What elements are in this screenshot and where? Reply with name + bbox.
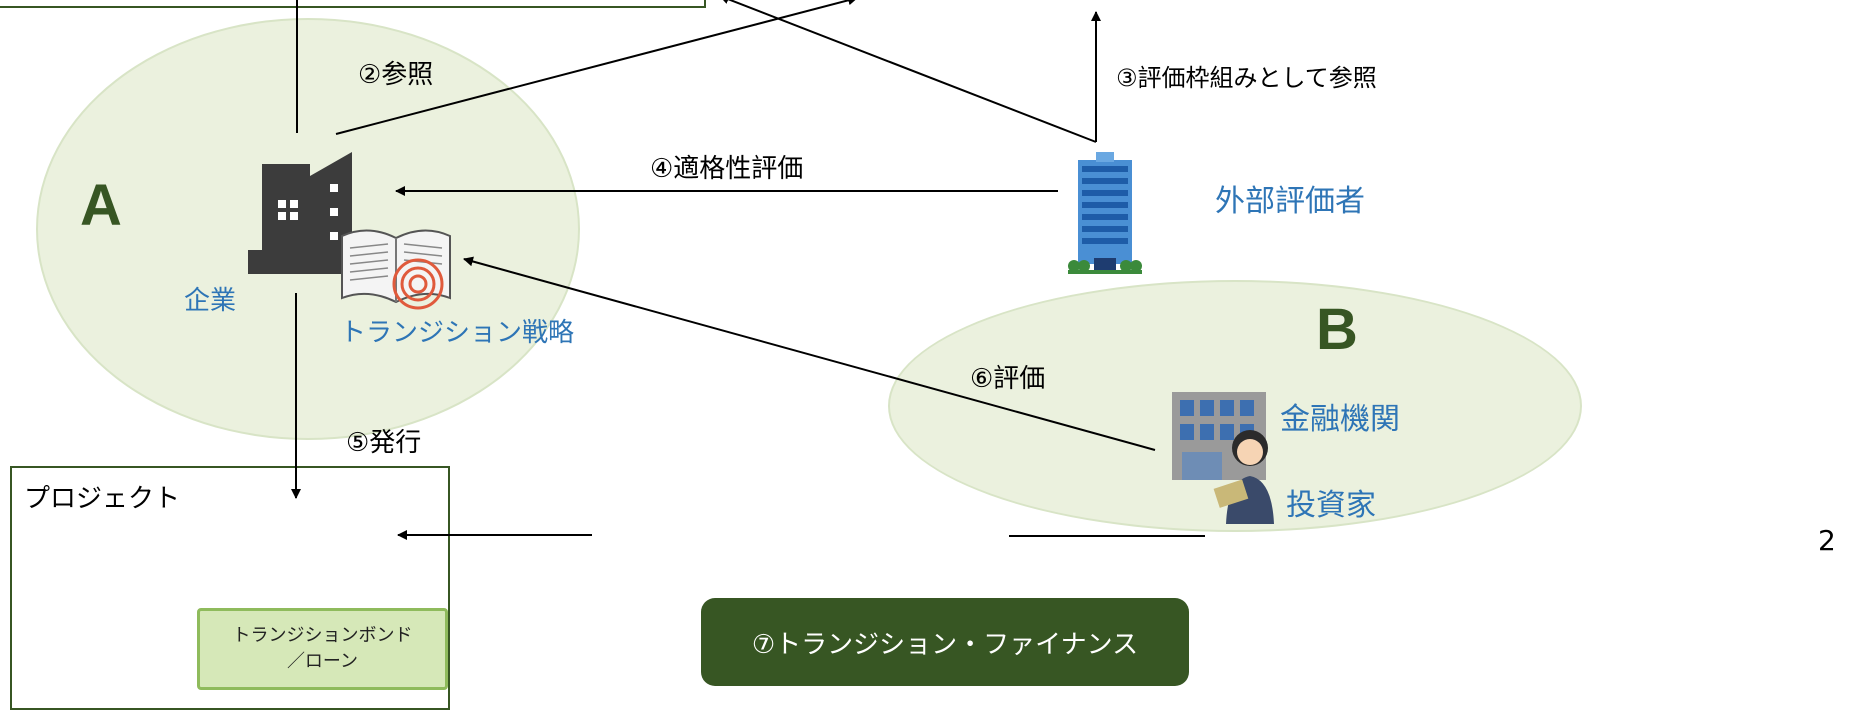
connector-arrows	[291, 0, 1205, 540]
label-ref2: ②参照	[358, 60, 434, 90]
transition-bond-note: トランジションボンド ／ローン	[197, 608, 448, 690]
company-label: 企業	[184, 286, 237, 316]
strategy-label: トランジション戦略	[340, 318, 575, 348]
page-number: 2	[1818, 524, 1836, 557]
label-eval4: ④適格性評価	[650, 154, 804, 184]
strategy-book-icon	[341, 229, 451, 310]
company-building-icon	[248, 152, 352, 274]
arrow-ref2	[335, 0, 858, 135]
project-label: プロジェクト	[24, 484, 181, 514]
label-issue5: ⑤発行	[346, 428, 422, 458]
arrow-eval6	[463, 256, 1156, 451]
group-b-letter: B	[1316, 297, 1358, 362]
bond-label-line2: ／ローン	[286, 651, 359, 672]
top-reference-box	[0, 0, 706, 8]
investor-label: 投資家	[1286, 488, 1376, 523]
transition-finance-box: ⑦トランジション・ファイナンス	[701, 598, 1189, 686]
bond-label-line1: トランジションボンド	[232, 625, 413, 646]
external-evaluator-label: 外部評価者	[1215, 184, 1365, 219]
group-a-letter: A	[80, 173, 122, 238]
arrow-evaluator-to-top	[719, 0, 1097, 143]
label-eval6: ⑥評価	[970, 364, 1046, 394]
external-evaluator-building-icon	[1068, 152, 1142, 274]
financial-institution-label: 金融機関	[1280, 402, 1400, 437]
transition-finance-label: ⑦トランジション・ファイナンス	[751, 629, 1139, 660]
label-ref3: ③評価枠組みとして参照	[1116, 64, 1377, 92]
financial-institution-icon	[1172, 392, 1274, 524]
